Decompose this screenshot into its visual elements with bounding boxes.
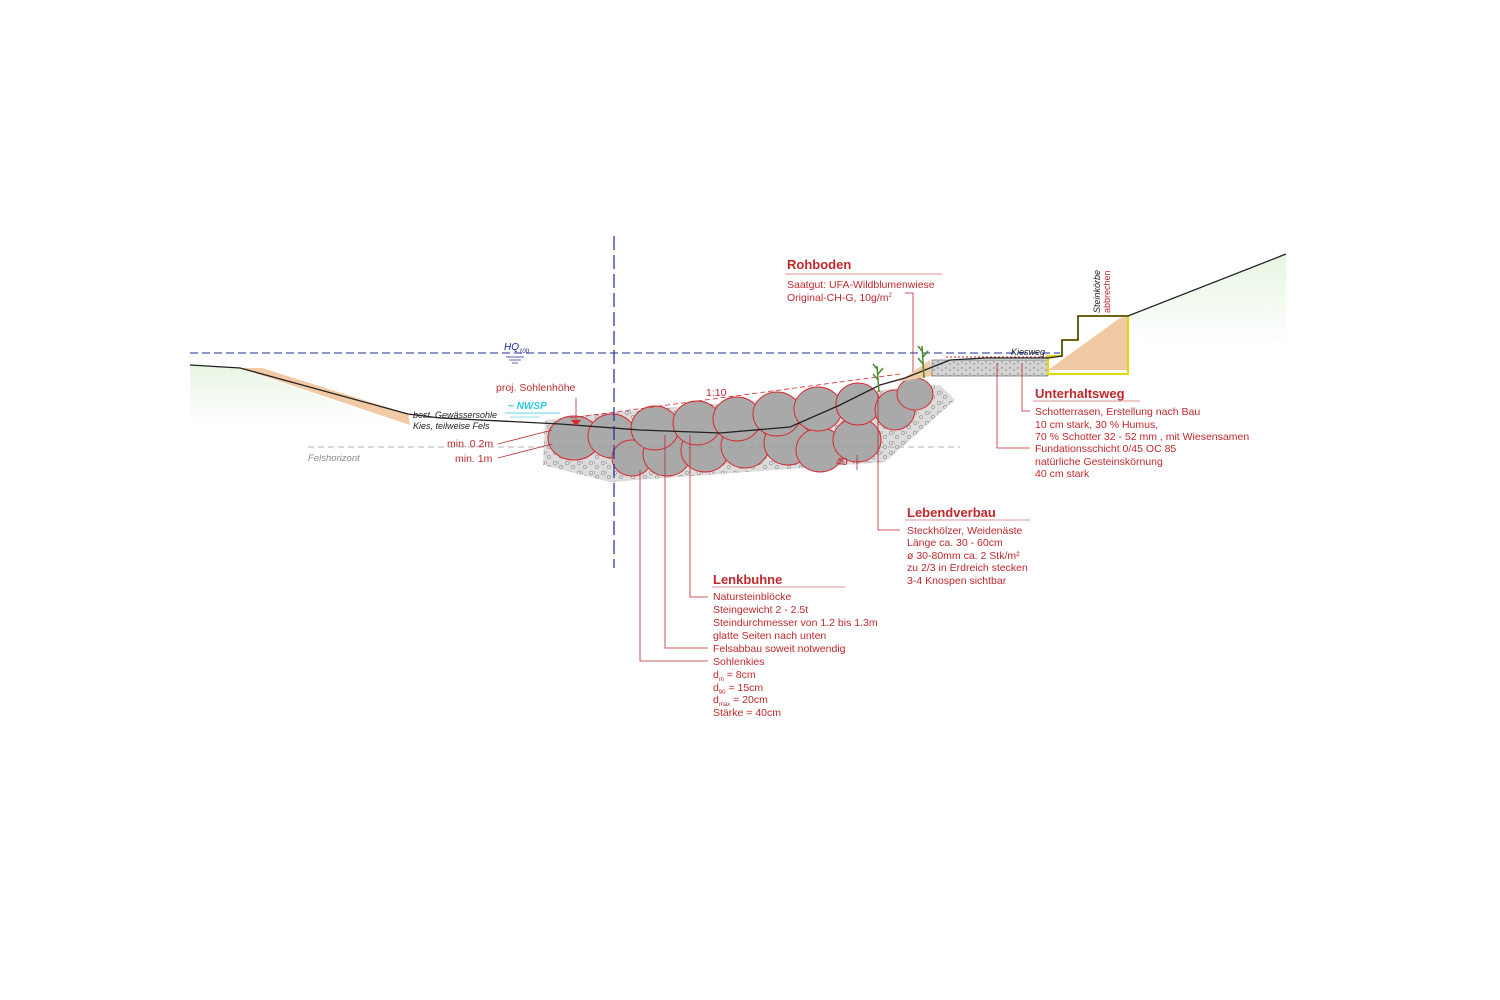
bestehende-sohle-label: best. Gewässersohle: [413, 410, 497, 420]
kiesweg-label: Kiesweg: [1011, 347, 1045, 357]
willow-plant-icon: [872, 345, 929, 393]
callout-unterhaltsweg: Unterhaltsweg Schotterrasen, Erstellung …: [1035, 386, 1249, 480]
callout-rohboden-line2: Original-CH-G, 10g/m2: [787, 292, 893, 304]
callout-lebendverbau-line: zu 2/3 in Erdreich stecken: [907, 562, 1028, 574]
callout-lenkbuhne-line: Steingewicht 2 - 2.5t: [713, 604, 808, 616]
callout-lenkbuhne: Lenkbuhne Natursteinblöcke Steingewicht …: [713, 572, 878, 719]
leader-unterhaltsweg-1: [1021, 363, 1030, 412]
stone-blocks-upper: [630, 377, 934, 451]
leader-lebendverbau: [877, 395, 900, 531]
leader-lenkbuhne-2: [664, 435, 708, 649]
callout-unterhaltsweg-line: Schotterrasen, Erstellung nach Bau: [1035, 406, 1200, 418]
callout-lebendverbau-line: ø 30-80mm ca. 2 Stk/m²: [907, 550, 1020, 562]
right-bank-grass: [1128, 254, 1286, 350]
callout-unterhaltsweg-line: 10 cm stark, 30 % Humus,: [1035, 419, 1158, 431]
left-bank-soil: [240, 368, 410, 425]
felshorizont-label: Felshorizont: [308, 453, 360, 464]
embankment-soil: [1048, 316, 1128, 370]
callout-unterhaltsweg-line: 70 % Schotter 32 - 52 mm , mit Wiesensam…: [1035, 431, 1249, 443]
leader-min02: [497, 429, 553, 445]
callout-lenkbuhne-grain: d90 = 15cm: [713, 682, 763, 696]
min-1-label: min. 1m: [455, 453, 493, 465]
left-bank-grass: [190, 365, 400, 425]
callout-lebendverbau-line: 3-4 Knospen sichtbar: [907, 575, 1007, 587]
callout-lebendverbau-line: Länge ca. 30 - 60cm: [907, 537, 1003, 549]
leader-lenkbuhne-3: [639, 470, 708, 662]
leader-rohboden: [905, 292, 914, 372]
nwsp-label: ~ NWSP: [508, 401, 547, 412]
callout-lebendverbau-line: Steckhölzer, Weidenäste: [907, 525, 1023, 537]
unterhaltsweg-fundation: [931, 359, 1049, 377]
callout-unterhaltsweg-line: natürliche Gesteinskörnung: [1035, 456, 1163, 468]
callout-rohboden: Rohboden Saatgut: UFA-Wildblumenwiese Or…: [787, 257, 935, 304]
kies-fels-label: Kies, teilweise Fels: [413, 421, 490, 431]
callout-lenkbuhne-line: Steindurchmesser von 1.2 bis 1.3m: [713, 617, 878, 629]
callout-lebendverbau: Lebendverbau Steckhölzer, Weidenäste Län…: [907, 505, 1028, 587]
callout-unterhaltsweg-title: Unterhaltsweg: [1035, 386, 1125, 401]
callout-rohboden-title: Rohboden: [787, 257, 851, 272]
terrain-profile-line: [189, 253, 1287, 434]
callout-lenkbuhne-line: Natursteinblöcke: [713, 591, 791, 603]
callout-lenkbuhne-title: Lenkbuhne: [713, 572, 782, 587]
proj-sohlenhoehe-label: proj. Sohlenhöhe: [496, 382, 576, 394]
callout-lenkbuhne-line: glatte Seiten nach unten: [713, 630, 826, 642]
abbrechen-label: abbrechen: [1102, 270, 1112, 313]
leader-min1: [497, 443, 553, 459]
callout-lenkbuhne-line: Felsabbau soweit notwendig: [713, 643, 846, 655]
callout-lenkbuhne-line: Sohlenkies: [713, 656, 764, 668]
callout-lenkbuhne-grain: dm = 8cm: [713, 669, 756, 683]
hq-water-symbol: [506, 356, 524, 364]
steinkorbe-label: Steinkörbe: [1092, 270, 1102, 313]
callout-rohboden-line1: Saatgut: UFA-Wildblumenwiese: [787, 279, 935, 291]
callout-lebendverbau-title: Lebendverbau: [907, 505, 996, 520]
callout-unterhaltsweg-line: 40 cm stark: [1035, 468, 1090, 480]
slope-label: 1:10: [706, 387, 727, 399]
callout-unterhaltsweg-line: Fundationsschicht 0/45 OC 85: [1035, 443, 1176, 455]
dim-40-label: 40: [836, 456, 848, 468]
callout-lenkbuhne-grain: dmax = 20cm: [713, 694, 768, 708]
hq-label: HQ100: [504, 342, 530, 355]
callout-lenkbuhne-staerke: Stärke = 40cm: [713, 707, 781, 719]
min-02-label: min. 0.2m: [447, 438, 493, 450]
sohlenhoehe-marker-icon: [571, 420, 581, 426]
leader-unterhaltsweg-2: [996, 363, 1030, 449]
leader-lenkbuhne-1: [689, 435, 708, 598]
